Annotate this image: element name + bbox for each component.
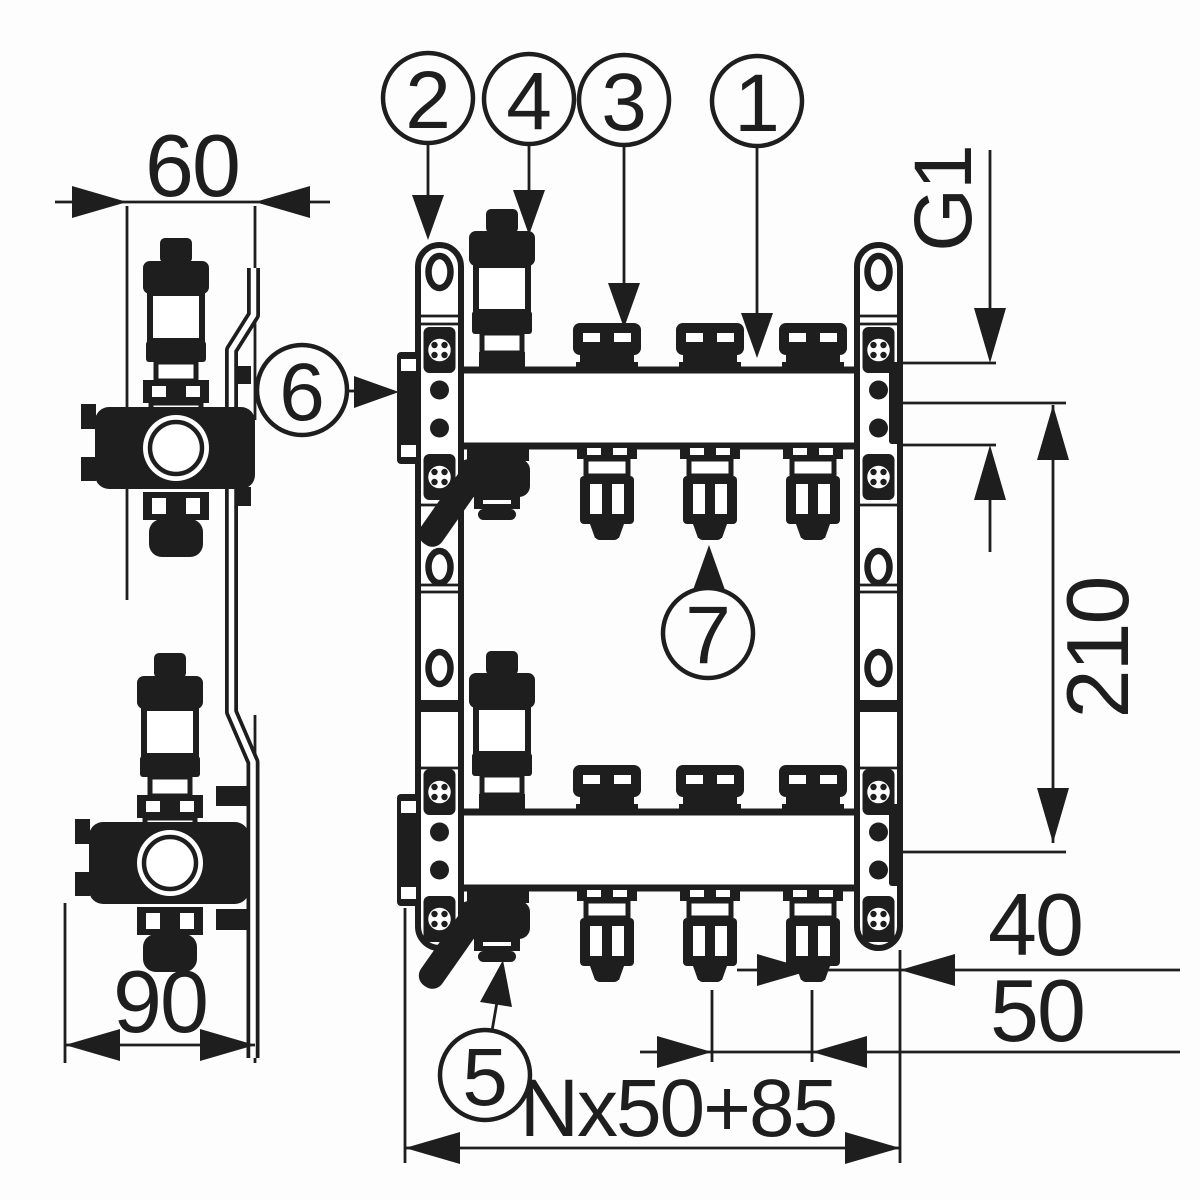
rail-hole: [868, 652, 890, 684]
loop-connector: [676, 765, 744, 814]
rail-screw: [422, 325, 457, 375]
dimension-210: 210: [1037, 405, 1147, 843]
callout-1: 1: [709, 53, 805, 358]
loop-connector: [573, 323, 641, 372]
air-vent: [469, 209, 535, 371]
callout-circle: [437, 1027, 533, 1123]
callout-2: 2: [380, 50, 476, 240]
callout-number: 3: [601, 57, 647, 148]
outlet-fitting: [783, 444, 843, 540]
callout-number: 7: [685, 590, 731, 681]
outlet-fitting: [680, 444, 740, 540]
loop-connector: [676, 323, 744, 372]
arrow-head: [255, 186, 310, 218]
bracket-tab: [216, 786, 248, 806]
callout-number: 5: [462, 1032, 508, 1123]
callout-number: 6: [279, 347, 325, 438]
rail-hole: [868, 551, 890, 583]
callout-4: 4: [481, 51, 577, 235]
dimension-g1: G1: [898, 146, 1006, 552]
bracket-tab: [216, 909, 248, 930]
arrow-head: [354, 376, 399, 408]
callout-7: 7: [660, 545, 756, 681]
dim-label-210: 210: [1048, 578, 1147, 719]
callout-6: 6: [254, 342, 399, 438]
arrow-head: [693, 545, 725, 590]
loop-connector: [779, 323, 847, 372]
arrow-head: [974, 445, 1006, 500]
arrow-head: [1037, 405, 1069, 460]
outlet-fitting: [680, 886, 740, 982]
arrow-head: [657, 1036, 712, 1068]
rail-screw: [861, 452, 896, 502]
arrow-head: [974, 308, 1006, 363]
callout-number: 1: [734, 58, 780, 149]
arrow-head: [845, 1132, 900, 1164]
extension-lines: [63, 206, 1066, 1163]
callout-3: 3: [576, 52, 672, 328]
outlet-fitting: [577, 886, 637, 982]
bracket-tab: [235, 487, 251, 506]
rail-hole: [429, 652, 451, 684]
bar-end-caps: [397, 352, 902, 906]
bracket-tab: [235, 366, 251, 384]
dimension-total-length: Nx50+85: [405, 1063, 900, 1164]
rail-screw: [422, 767, 457, 817]
dim-label-total: Nx50+85: [520, 1063, 837, 1154]
arrow-head: [608, 283, 640, 328]
arrow-head: [72, 186, 127, 218]
rail-hole: [429, 551, 451, 583]
arrow-head: [405, 1132, 460, 1164]
return-bar: [398, 808, 902, 892]
arrow-head: [480, 960, 512, 1007]
loop-connector: [779, 765, 847, 814]
arrow-head: [757, 954, 812, 986]
callout-number: 4: [506, 56, 552, 147]
dimension-40: 40: [737, 875, 1180, 986]
dimension-90: 90: [65, 952, 255, 1061]
rail-hole: [868, 256, 890, 288]
air-vent: [469, 651, 535, 813]
arrow-head: [1037, 788, 1069, 843]
front-view: [397, 209, 903, 994]
dim-label-g1: G1: [898, 146, 989, 251]
supply-bar: [398, 366, 902, 450]
dim-label-50: 50: [990, 961, 1084, 1060]
dim-label-90: 90: [113, 952, 207, 1051]
arrow-head: [200, 1029, 255, 1061]
arrow-head: [741, 313, 773, 358]
callout-5: 5: [437, 960, 533, 1123]
callout-number: 2: [405, 55, 451, 146]
dim-label-40: 40: [988, 875, 1082, 974]
dimension-50: 50: [640, 961, 1180, 1068]
arrow-head: [412, 195, 444, 240]
dimension-60: 60: [55, 116, 330, 218]
outlet-fitting: [577, 444, 637, 540]
loop-connector: [573, 765, 641, 814]
dim-label-60: 60: [145, 116, 239, 215]
rail-screw: [861, 894, 896, 944]
arrow-head: [65, 1029, 120, 1061]
arrow-head: [513, 190, 545, 235]
rail-hole: [429, 256, 451, 288]
wall-bracket-side: [216, 268, 260, 1058]
left-rail: [415, 242, 464, 951]
side-view: [75, 238, 260, 1058]
